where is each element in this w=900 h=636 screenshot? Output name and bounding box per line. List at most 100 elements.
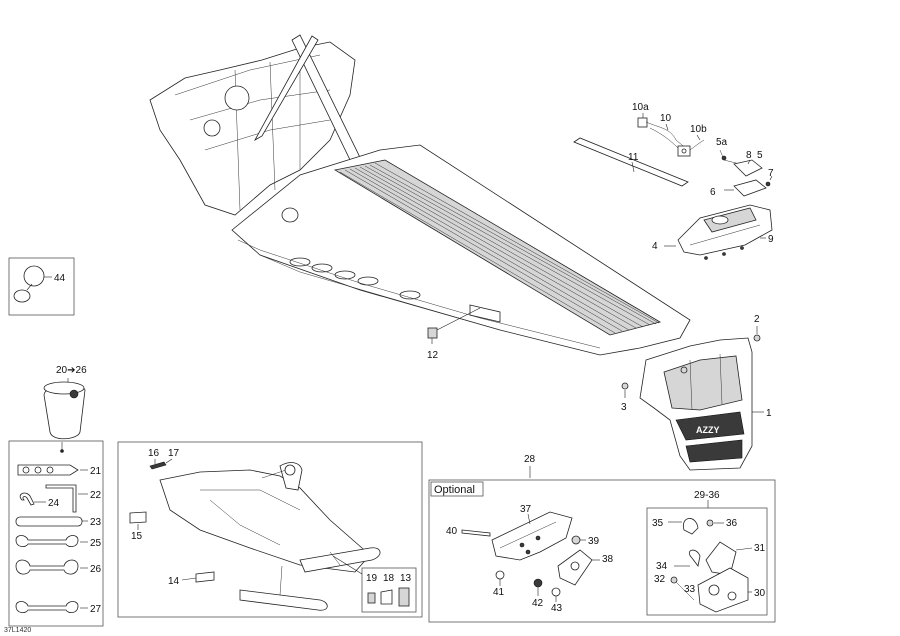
part-42 [533, 578, 543, 588]
part-18 [380, 589, 393, 605]
part-31 [705, 541, 737, 576]
part-41 [495, 570, 505, 580]
callout-3: 3 [621, 402, 627, 413]
callout-43: 43 [551, 603, 563, 614]
decal-15 [129, 511, 147, 524]
part-13 [398, 587, 410, 607]
connector-10a [637, 117, 648, 128]
callout-1: 1 [766, 408, 772, 419]
callout-24: 24 [48, 498, 60, 509]
guard-logo: AZZY [696, 425, 720, 435]
tool-kit-group: 20➔26 21 22 24 23 25 26 [8, 365, 104, 627]
part-2 [753, 334, 761, 342]
callout-35: 35 [652, 518, 664, 529]
callout-41: 41 [493, 587, 505, 598]
callout-25: 25 [90, 538, 102, 549]
part-43 [551, 587, 561, 597]
callout-10: 10 [660, 113, 672, 124]
callout-42: 42 [532, 598, 544, 609]
optional-label: Optional [434, 484, 475, 496]
callout-9: 9 [768, 234, 774, 245]
tool-26 [15, 559, 79, 575]
decal-16 [149, 461, 167, 470]
callout-11: 11 [628, 152, 639, 163]
part-32 [670, 576, 678, 584]
kit-29-36-box [646, 507, 768, 616]
callout-32: 32 [654, 574, 666, 585]
sled-ski-right [299, 547, 381, 573]
heat-exchanger-fins [339, 162, 660, 334]
part-5-group: 5a 8 5 [716, 137, 763, 177]
callout-10b: 10b [690, 124, 707, 135]
part-40 [461, 529, 491, 537]
part-19 [367, 592, 376, 604]
tool-kit-box [8, 440, 104, 627]
tool-22 [45, 484, 77, 513]
part-35 [682, 518, 699, 535]
tool-25 [15, 535, 79, 548]
callout-38: 38 [602, 554, 614, 565]
callout-21: 21 [90, 466, 102, 477]
callout-44: 44 [54, 273, 66, 284]
decal-box [117, 441, 423, 618]
part-11 [573, 137, 689, 187]
part-37 [491, 511, 573, 561]
decal-inset-box [361, 567, 417, 613]
callout-10a: 10a [632, 102, 649, 113]
tool-27 [15, 601, 79, 614]
part-4-group: 4 9 [652, 204, 774, 260]
callout-20-26: 20➔26 [56, 365, 87, 376]
callout-23: 23 [90, 517, 102, 528]
callout-8: 8 [746, 150, 752, 161]
callout-13: 13 [400, 573, 412, 584]
part-4 [677, 204, 773, 256]
part-6 [733, 179, 767, 197]
part-36 [706, 519, 714, 527]
part-10-group: 10a 10 10b [632, 102, 707, 157]
part-12 [427, 327, 438, 339]
callout-33: 33 [684, 584, 696, 595]
chassis-frame [149, 34, 691, 356]
part-3 [621, 382, 629, 390]
part-11-group: 11 [573, 137, 689, 187]
callout-39: 39 [588, 536, 600, 547]
callout-5a: 5a [716, 137, 728, 148]
callout-19: 19 [366, 573, 378, 584]
callout-12: 12 [427, 350, 439, 361]
callout-7: 7 [768, 168, 774, 179]
optional-kit-group: 28 Optional 37 40 39 38 41 42 4 [428, 454, 776, 623]
callout-17: 17 [168, 448, 180, 459]
tool-23 [15, 516, 83, 527]
callout-2: 2 [754, 314, 760, 325]
part-44-group: 44 [8, 257, 75, 316]
part-30 [697, 567, 749, 613]
callout-29-36: 29-36 [694, 490, 720, 501]
callout-37: 37 [520, 504, 532, 515]
callout-34: 34 [656, 561, 668, 572]
part-34 [688, 549, 701, 567]
callout-27: 27 [90, 604, 102, 615]
part-5 [733, 159, 763, 177]
callout-14: 14 [168, 576, 180, 587]
decal-sled-group: 16 17 15 14 19 18 13 [117, 441, 423, 618]
sled-ski-left [239, 589, 328, 611]
callout-30: 30 [754, 588, 766, 599]
part-1-group: AZZY 1 2 3 [621, 314, 772, 471]
diagram-code: 37L1420 [4, 627, 31, 634]
callout-40: 40 [446, 526, 458, 537]
callout-26: 26 [90, 564, 102, 575]
callout-36: 36 [726, 518, 738, 529]
callout-15: 15 [131, 531, 143, 542]
callout-31: 31 [754, 543, 766, 554]
decal-14 [195, 571, 215, 583]
callout-4: 4 [652, 241, 658, 252]
callout-18: 18 [383, 573, 395, 584]
callout-16: 16 [148, 448, 160, 459]
part-6-group: 6 7 [710, 168, 774, 198]
part-33 [675, 581, 695, 601]
callout-5: 5 [757, 150, 763, 161]
part-12-group: 12 [427, 307, 481, 361]
callout-6: 6 [710, 187, 716, 198]
callout-28: 28 [524, 454, 536, 465]
